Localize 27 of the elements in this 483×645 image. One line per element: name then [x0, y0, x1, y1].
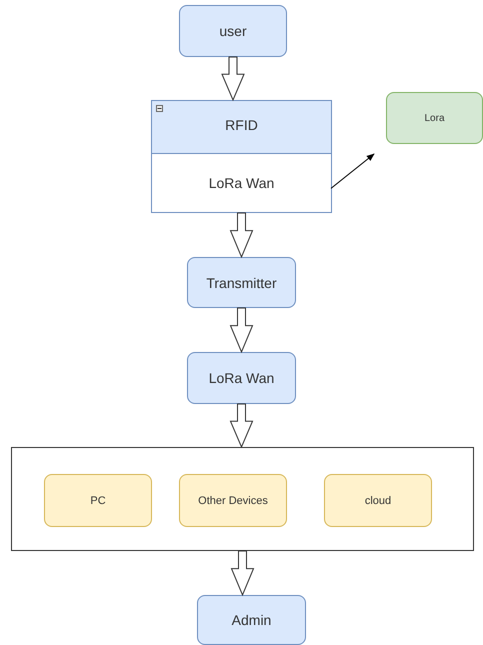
node-label: Lora [424, 112, 444, 124]
node-label: PC [90, 494, 106, 506]
block-arrow [221, 56, 245, 102]
process-box [179, 474, 287, 527]
process-box [187, 352, 296, 404]
block-arrow [230, 550, 254, 596]
block-arrow [230, 404, 254, 448]
process-box [179, 5, 287, 57]
node-label: RFID [225, 117, 258, 133]
arrow [330, 154, 375, 189]
process-box [386, 92, 483, 144]
node-label: LoRa Wan [208, 370, 274, 386]
node-label: cloud [364, 494, 392, 506]
process-box [187, 257, 296, 308]
block-arrow [230, 308, 254, 354]
node-label: Other Devices [198, 494, 268, 506]
container-box [151, 100, 332, 213]
process-box [44, 474, 152, 527]
block-arrow [230, 212, 254, 258]
group-frame [11, 447, 474, 551]
node-label: user [219, 23, 247, 39]
container-section [152, 153, 331, 212]
node-label: Admin [232, 612, 272, 628]
node-label: Transmitter [206, 274, 277, 290]
process-box [197, 595, 306, 645]
node-label: LoRa Wan [208, 175, 274, 191]
process-box [324, 474, 432, 527]
